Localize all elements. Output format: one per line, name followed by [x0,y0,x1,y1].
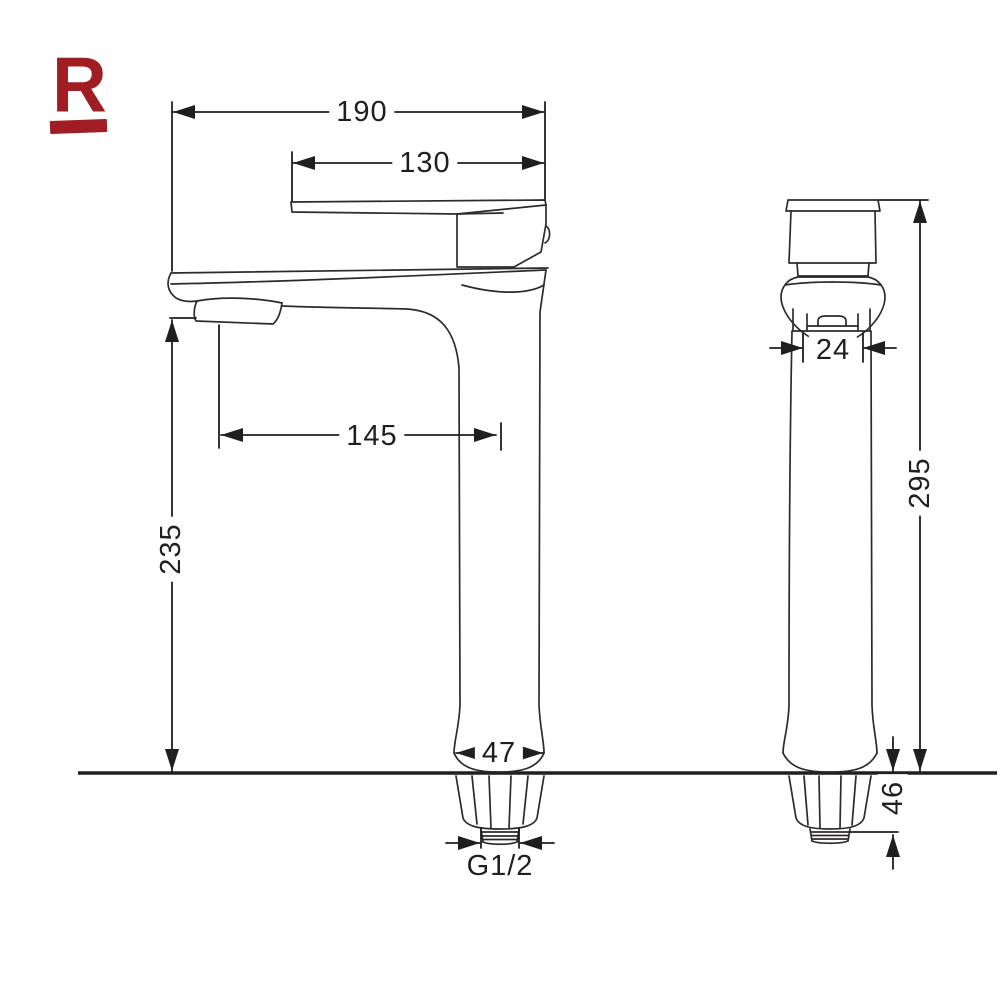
side-spout-face [167,272,198,303]
side-base [453,752,545,773]
side-housing-knob [544,225,551,244]
dim-spout-height-label: 235 [155,516,187,582]
dim-spout-reach-label: 145 [339,420,405,451]
side-body-collar [461,284,545,293]
side-body-top [170,267,549,274]
side-column-right [538,269,547,754]
side-thread [480,828,520,846]
dimension-arrowheads [165,105,927,857]
side-mounting-nut [455,775,545,830]
side-aerator-top [196,297,283,304]
dim-shank-length-label: 46 [877,773,909,823]
front-spout [792,308,871,332]
dim-spout-width-label: 24 [808,334,858,365]
side-body-wedge [170,269,547,285]
side-underside [281,305,461,754]
front-column-left [782,330,793,754]
brand-logo: R [49,42,112,140]
side-handle-housing [456,204,547,268]
front-handle-body [788,210,877,264]
front-thread [809,828,851,845]
side-aerator [193,300,283,325]
front-handle-cap [785,199,881,212]
dim-base-width-label: 47 [474,737,524,768]
dim-overall-length-label: 190 [329,96,395,127]
side-handle-edge [456,212,504,215]
front-dome-seam [784,281,882,286]
front-column-right [870,330,878,754]
front-base [782,752,878,773]
front-neck [796,262,870,277]
front-mounting-nut [788,775,872,830]
side-handle-lever [290,199,547,215]
dim-thread-size-label: G1/2 [459,850,541,881]
dimension-lines [169,101,929,870]
dim-handle-length-label: 130 [392,147,458,178]
dim-overall-height-label: 295 [904,450,936,516]
faucet-side-view [167,199,551,846]
brand-logo-letter: R [52,42,107,129]
faucet-front-view [780,199,886,845]
